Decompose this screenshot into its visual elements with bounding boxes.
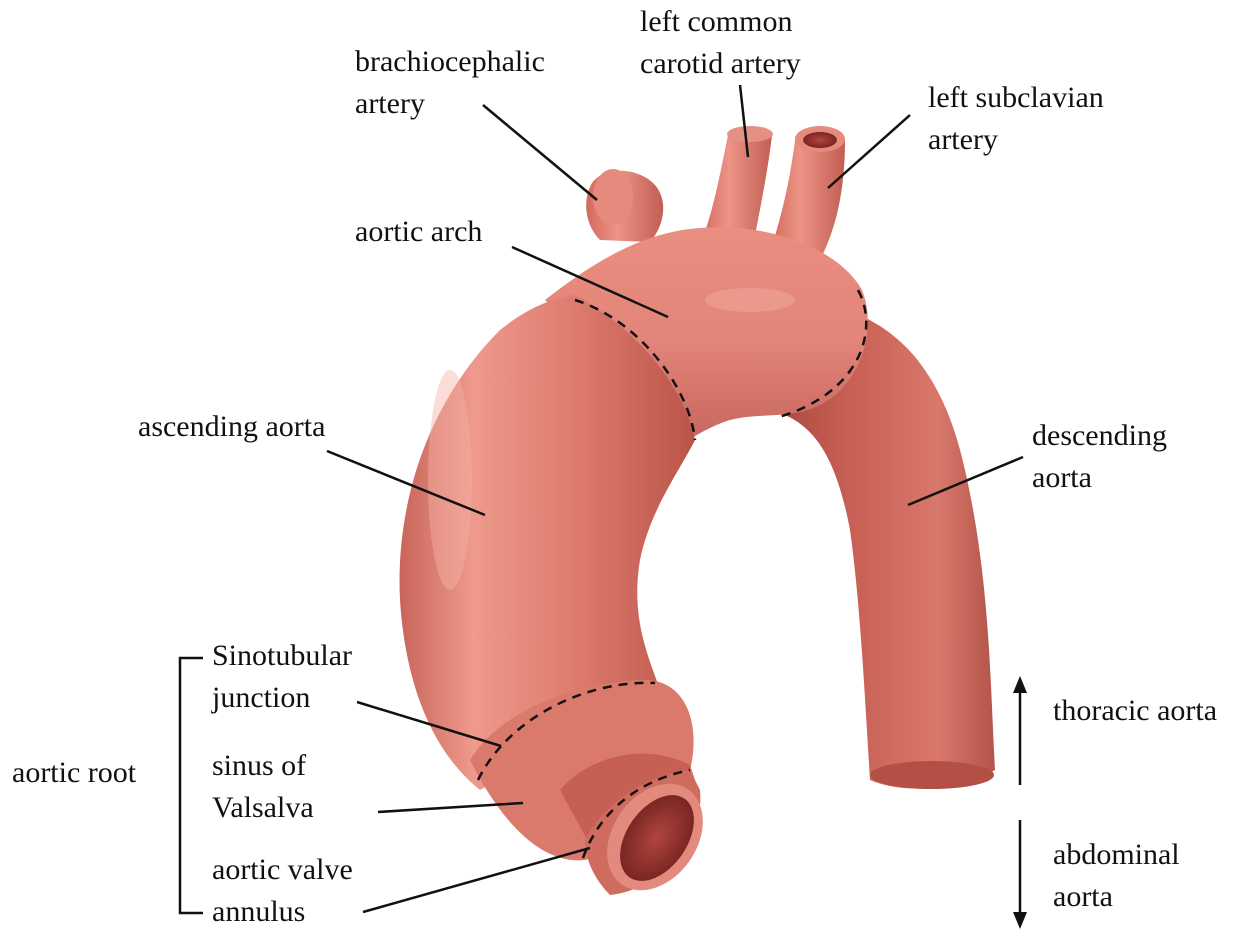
label-line: left subclavian [928, 77, 1104, 119]
label-line: descending [1032, 415, 1167, 457]
label-line: artery [928, 119, 1104, 161]
label-line: abdominal [1053, 834, 1180, 876]
label-left-subclavian-artery: left subclavian artery [928, 77, 1104, 161]
label-aortic-arch: aortic arch [355, 211, 482, 253]
label-aortic-valve-annulus: aortic valve annulus [212, 849, 353, 933]
label-sinotubular-junction: Sinotubular junction [212, 635, 352, 719]
label-line: aorta [1053, 876, 1180, 918]
label-line: thoracic aorta [1053, 690, 1217, 732]
label-line: aortic arch [355, 211, 482, 253]
label-abdominal-aorta: abdominal aorta [1053, 834, 1180, 918]
abdominal-arrow [1013, 820, 1027, 929]
label-line: artery [355, 83, 545, 125]
label-line: annulus [212, 891, 353, 933]
label-line: carotid artery [640, 43, 801, 85]
arch-highlight [705, 288, 795, 312]
label-line: aorta [1032, 457, 1167, 499]
left-subclavian-artery-lumen [803, 132, 837, 148]
label-thoracic-aorta: thoracic aorta [1053, 690, 1217, 732]
label-sinus-of-valsalva: sinus of Valsalva [212, 745, 314, 829]
label-line: junction [212, 677, 352, 719]
label-line: brachiocephalic [355, 41, 545, 83]
label-ascending-aorta: ascending aorta [138, 406, 325, 448]
aortic-root-bracket [180, 658, 203, 913]
thoracic-arrow [1013, 676, 1027, 785]
label-line: aortic valve [212, 849, 353, 891]
label-aortic-root: aortic root [12, 752, 136, 794]
label-brachiocephalic-artery: brachiocephalic artery [355, 41, 545, 125]
ascending-highlight [428, 370, 472, 590]
descending-aorta-end [870, 761, 994, 789]
label-line: Valsalva [212, 787, 314, 829]
label-line: Sinotubular [212, 635, 352, 677]
left-common-carotid-artery-opening [727, 126, 773, 142]
brachiocephalic-artery-cap [593, 169, 633, 225]
label-left-common-carotid-artery: left common carotid artery [640, 1, 801, 85]
leader-annulus [363, 848, 590, 912]
label-line: left common [640, 1, 801, 43]
label-line: aortic root [12, 752, 136, 794]
label-line: sinus of [212, 745, 314, 787]
label-descending-aorta: descending aorta [1032, 415, 1167, 499]
label-line: ascending aorta [138, 406, 325, 448]
